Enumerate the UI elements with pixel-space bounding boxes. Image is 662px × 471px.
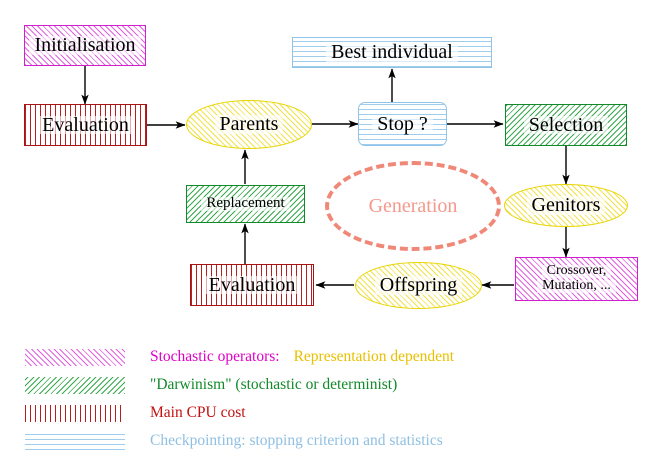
legend-swatch-green-diagonal [25,376,125,394]
legend-label-main-cpu-cost: Main CPU cost [150,404,246,421]
legend-text-darwinism: "Darwinism" (stochastic or determinist) [150,376,397,394]
legend-text-checkpointing: Checkpointing: stopping criterion and st… [150,432,443,450]
legend-text-main-cpu-cost: Main CPU cost [150,404,246,422]
node-crossover-mutation[interactable]: Crossover, Mutation, ... [515,257,638,301]
legend: Stochastic operators: Representation depe… [25,344,645,456]
generation-group: Generation [325,161,501,251]
node-replacement-label: Replacement [201,195,290,212]
node-selection-label: Selection [523,113,609,136]
node-evaluation-bottom-label: Evaluation [203,273,300,296]
node-best-individual-label: Best individual [326,41,458,63]
node-best-individual[interactable]: Best individual [292,37,492,68]
legend-text-stochastic-operators: Stochastic operators: Representation depe… [150,348,454,366]
legend-row-stochastic-operators: Stochastic operators: Representation depe… [25,344,645,370]
node-crossover-line-2: Mutation, ... [537,278,616,293]
node-evaluation-top[interactable]: Evaluation [24,104,147,146]
node-genitors[interactable]: Genitors [504,184,628,227]
node-crossover-line-1: Crossover, [541,263,612,279]
legend-row-darwinism: "Darwinism" (stochastic or determinist) [25,372,645,398]
node-parents-label: Parents [214,113,284,135]
generation-label: Generation [368,194,458,217]
node-replacement[interactable]: Replacement [186,185,305,223]
legend-swatch-red-vertical [25,404,125,422]
node-offspring-label: Offspring [374,274,463,296]
node-selection[interactable]: Selection [505,104,627,146]
node-initialisation-label: Initialisation [29,34,141,56]
node-parents[interactable]: Parents [186,100,312,149]
legend-label-representation-dependent: Representation dependent [293,348,455,365]
legend-swatch-blue-horizontal [25,432,125,450]
node-stop[interactable]: Stop ? [358,102,447,146]
node-genitors-label: Genitors [526,194,606,216]
node-evaluation-bottom[interactable]: Evaluation [190,264,314,306]
legend-label-stochastic-operators: Stochastic operators: [150,348,280,365]
node-initialisation[interactable]: Initialisation [24,25,146,66]
legend-row-checkpointing: Checkpointing: stopping criterion and st… [25,428,645,454]
node-evaluation-top-label: Evaluation [37,113,134,136]
node-offspring[interactable]: Offspring [355,262,482,309]
legend-label-darwinism: "Darwinism" (stochastic or determinist) [150,376,398,393]
legend-row-main-cpu-cost: Main CPU cost [25,400,645,426]
node-stop-label: Stop ? [372,112,433,135]
legend-swatch-magenta-diagonal [25,348,125,366]
legend-label-checkpointing: Checkpointing: stopping criterion and st… [150,432,443,449]
